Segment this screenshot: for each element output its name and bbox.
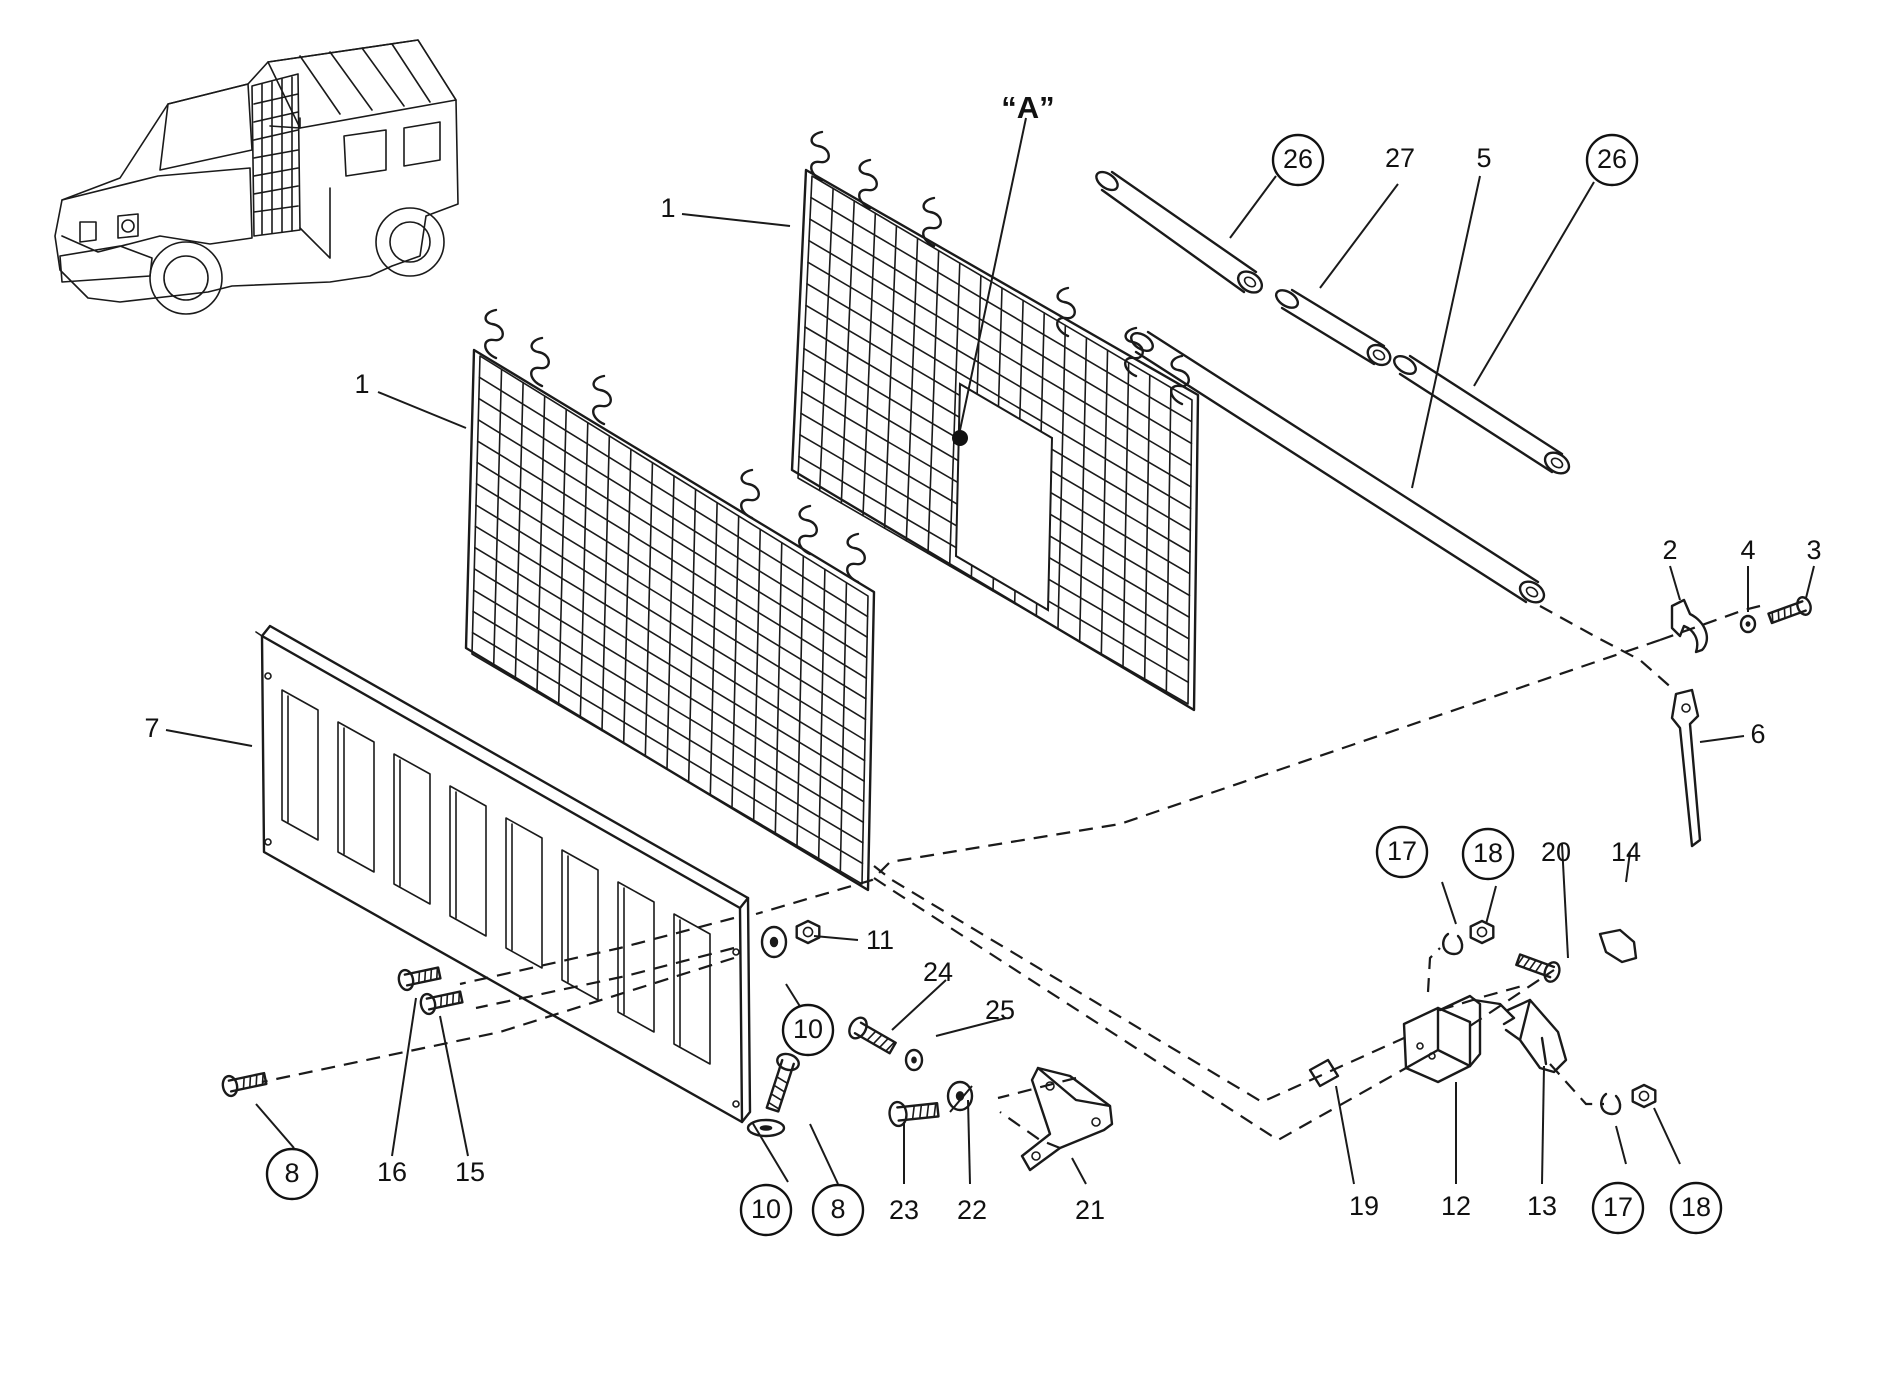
callout-21: 21: [1075, 1195, 1105, 1225]
callout-19: 19: [1349, 1191, 1379, 1221]
callout-23: 23: [889, 1195, 919, 1225]
svg-text:26: 26: [1283, 144, 1313, 174]
svg-text:17: 17: [1387, 836, 1417, 866]
callout-2: 2: [1662, 535, 1677, 565]
callout-18b: 18: [1669, 1181, 1723, 1235]
latch-assembly-12-13: [1402, 994, 1568, 1084]
callout-24: 24: [923, 957, 953, 987]
svg-text:18: 18: [1473, 838, 1503, 868]
callout-14: 14: [1611, 837, 1641, 867]
callout-10b: 10: [739, 1183, 793, 1237]
callout-17b: 17: [1591, 1181, 1645, 1235]
bar-6: [1670, 688, 1702, 848]
callout-12: 12: [1441, 1191, 1471, 1221]
svg-text:10: 10: [793, 1014, 823, 1044]
callout-6: 6: [1750, 719, 1765, 749]
callout-11: 11: [866, 925, 894, 955]
svg-text:17: 17: [1603, 1192, 1633, 1222]
callout-27: 27: [1385, 143, 1415, 173]
s-hooks: [484, 130, 1190, 584]
callout-13: 13: [1527, 1191, 1557, 1221]
callout-22: 22: [957, 1195, 987, 1225]
callout-4: 4: [1740, 535, 1755, 565]
callout-3: 3: [1806, 535, 1821, 565]
callouts: 1 1 2 3 4 5 6 7 11 12 13 14 15 16 19 20 …: [144, 143, 1821, 1225]
mesh-cutout: [954, 382, 1054, 612]
callout-16: 16: [377, 1157, 407, 1187]
svg-text:26: 26: [1597, 144, 1627, 174]
callout-25: 25: [985, 995, 1015, 1025]
svg-text:10: 10: [751, 1194, 781, 1224]
svg-text:18: 18: [1681, 1192, 1711, 1222]
callout-10a: 10: [781, 1003, 835, 1057]
callout-7: 7: [144, 713, 159, 743]
section-marker-label: “A”: [1001, 90, 1054, 125]
svg-text:8: 8: [830, 1194, 845, 1224]
callout-26a: 26: [1271, 133, 1325, 187]
bracket-21: [1020, 1066, 1114, 1172]
callout-18a: 18: [1461, 827, 1515, 881]
leader-lines: [165, 117, 1815, 1185]
svg-text:8: 8: [284, 1158, 299, 1188]
callout-17a: 17: [1375, 825, 1429, 879]
rod-5: [1130, 330, 1546, 604]
circled-callouts: 8 8 10 10 17 17 18 18: [265, 133, 1723, 1237]
wire-mesh-panel-front: [464, 348, 876, 892]
callout-26b: 26: [1585, 133, 1639, 187]
tube-26-lower: [1393, 354, 1571, 475]
assembly-lines: [261, 604, 1761, 1150]
callout-5: 5: [1476, 143, 1491, 173]
section-marker-a: “A”: [952, 90, 1055, 446]
callout-1b: 1: [354, 369, 369, 399]
tube-26-upper: [1095, 170, 1264, 294]
wire-mesh-panel-rear: [790, 168, 1200, 712]
vehicle-thumbnail: [54, 39, 459, 315]
callout-8a: 8: [265, 1147, 319, 1201]
callout-1a: 1: [660, 193, 675, 223]
callout-20: 20: [1541, 837, 1571, 867]
small-hardware: [221, 596, 1812, 1138]
callout-8b: 8: [811, 1183, 865, 1237]
callout-15: 15: [455, 1157, 485, 1187]
clip-2: [1670, 598, 1709, 654]
tube-27: [1274, 288, 1392, 367]
tailgate-panel-7: [255, 624, 752, 1124]
